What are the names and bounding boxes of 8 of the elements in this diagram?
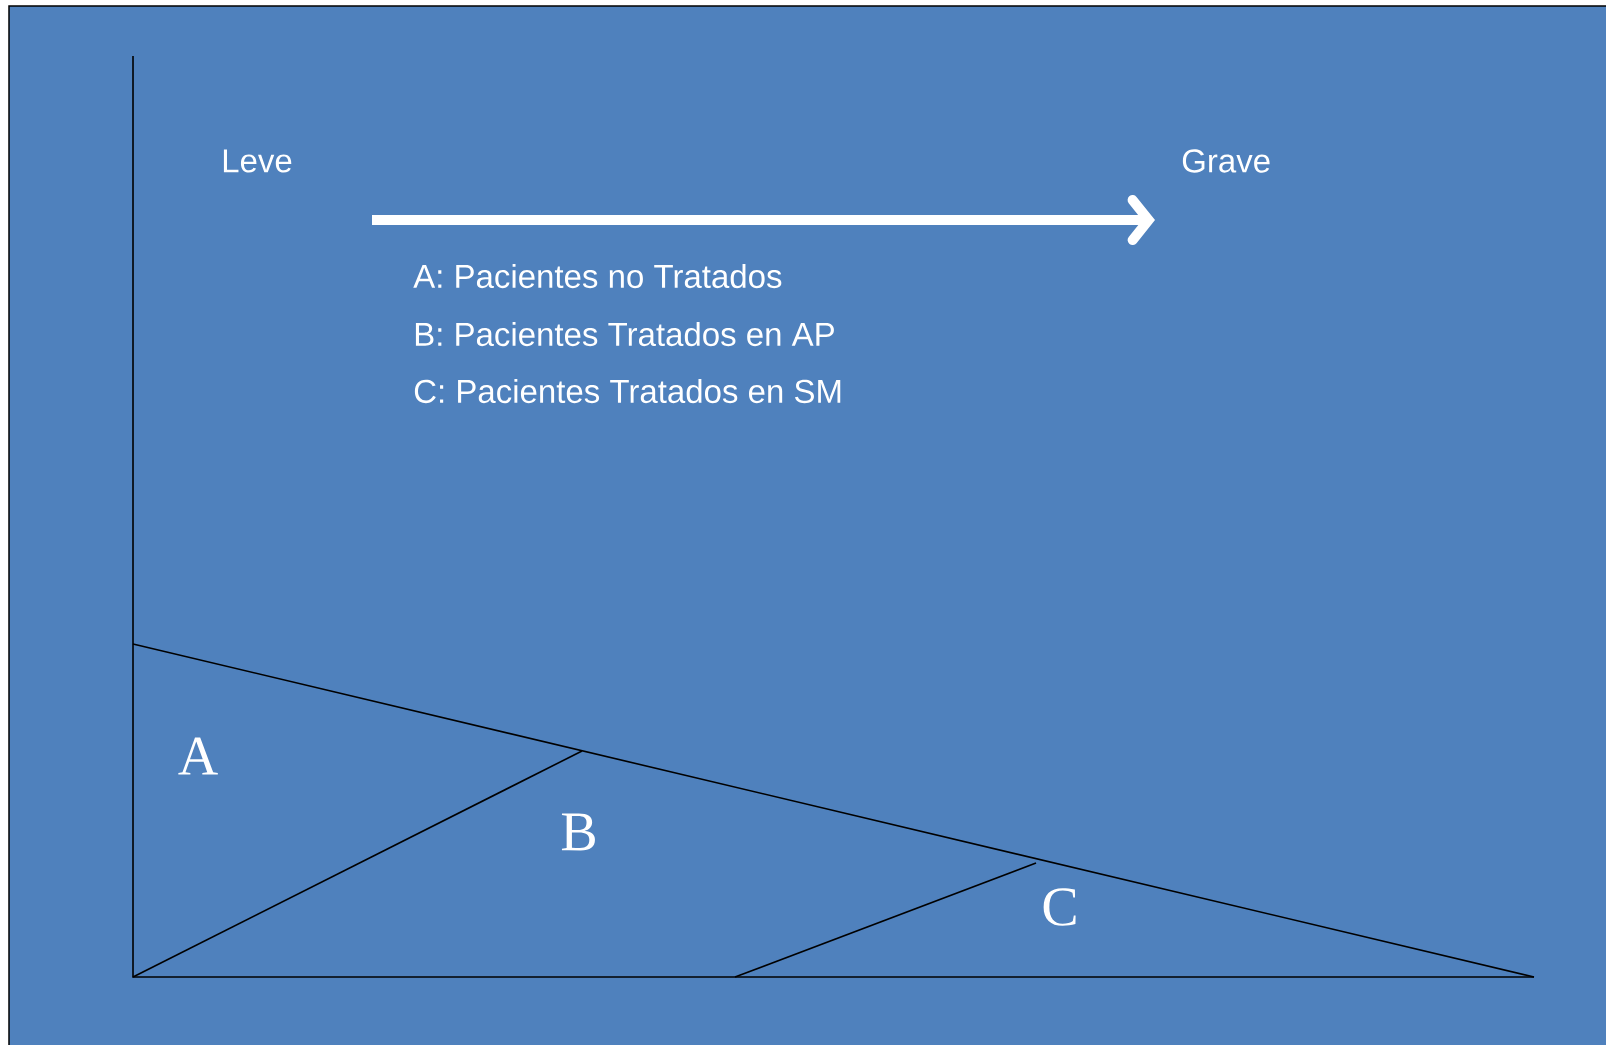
legend-text: A: Pacientes no Tratados (413, 263, 782, 289)
region-label: B (561, 813, 595, 851)
scale-label: Grave (1182, 149, 1270, 173)
legend-text: C: Pacientes Tratados en SM (414, 378, 841, 404)
legend-text: B: Pacientes Tratados en AP (415, 321, 834, 347)
region-label: A (178, 737, 218, 775)
scale-label: Leve (223, 149, 292, 173)
region-label: C (1043, 888, 1076, 926)
